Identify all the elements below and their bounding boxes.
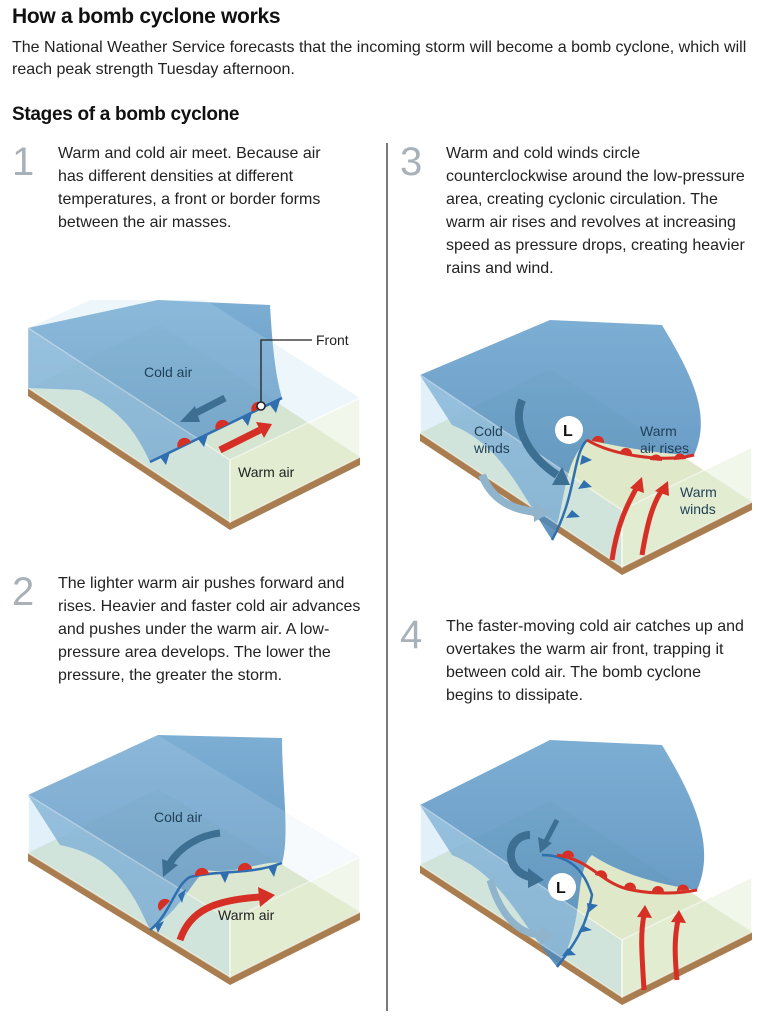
step-description: Warm and cold air meet. Because air has … [58,145,321,231]
step-2-illustration: Cold air Warm air [20,735,370,1010]
step-description: The lighter warm air pushes forward and … [58,575,361,684]
warm-air-rises-label-line2: air rises [640,440,689,456]
cold-winds-label-line1: Cold [474,423,503,439]
warm-air-label: Warm air [218,907,275,923]
step-4-illustration: L [412,735,762,1015]
step-1-illustration: Cold air Warm air Front [20,300,370,560]
warm-winds-label-line1: Warm [680,484,717,500]
step-description: Warm and cold winds circle counterclockw… [446,145,745,277]
low-pressure-marker: L [563,423,573,440]
warm-air-label: Warm air [238,464,295,480]
cold-winds-label-line2: winds [473,440,510,456]
intro-text: The National Weather Service forecasts t… [12,39,747,78]
low-pressure-marker: L [556,880,566,897]
column-divider [386,143,388,1011]
cold-air-label: Cold air [154,809,203,825]
step-number: 4 [400,613,423,657]
step-3-illustration: L Cold winds Warm air rises Warm winds [412,315,762,590]
cold-air-label: Cold air [144,364,193,380]
step-number: 1 [12,140,35,184]
step-number: 2 [12,570,35,614]
front-label: Front [316,332,349,348]
section-heading: Stages of a bomb cyclone [12,104,240,125]
page-title: How a bomb cyclone works [12,5,281,28]
warm-winds-label-line2: winds [679,501,716,517]
warm-air-rises-label-line1: Warm [640,423,677,439]
step-description: The faster-moving cold air catches up an… [446,618,744,704]
step-number: 3 [400,140,423,184]
